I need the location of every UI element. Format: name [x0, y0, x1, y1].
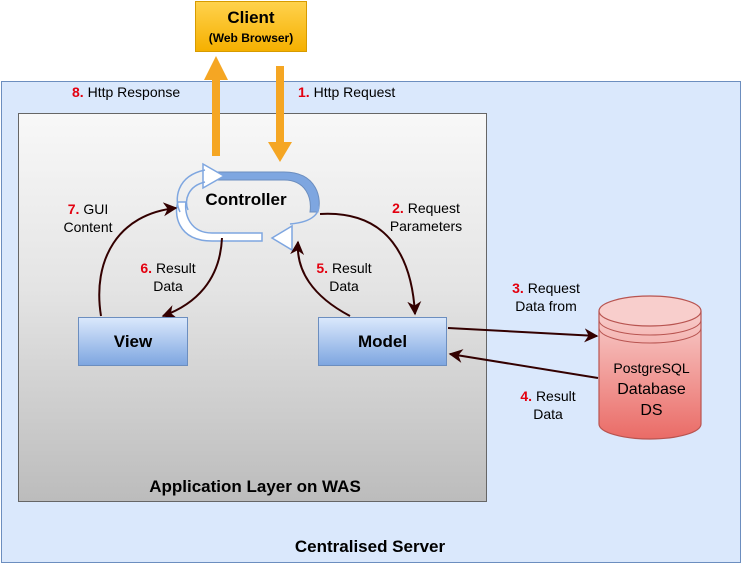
view-box: View	[78, 317, 188, 366]
step-2-label: 2. Request Parameters	[380, 199, 472, 235]
step-5-label: 5. Result Data	[302, 259, 386, 295]
step-7-number: 7.	[67, 201, 80, 217]
model-box: Model	[318, 317, 447, 366]
http-request-arrow	[268, 66, 292, 162]
centralised-server-title: Centralised Server	[294, 537, 446, 556]
step-6-text-line2: Data	[153, 278, 183, 294]
controller-label: Controller	[205, 190, 287, 209]
model-label: Model	[357, 331, 408, 351]
http-response-arrow	[204, 56, 228, 156]
step-1-text: Http Request	[313, 84, 396, 100]
step-8-text: Http Response	[87, 84, 181, 100]
client-subtitle: (Web Browser)	[208, 31, 294, 45]
step-5-text-line2: Data	[329, 278, 359, 294]
step-6-label: 6. Result Data	[126, 259, 210, 295]
step-7-text: GUI	[83, 201, 109, 217]
controller-cycle-shape	[175, 162, 320, 252]
step-4-text: Result	[535, 388, 576, 404]
request-data-arrow	[447, 327, 599, 343]
client-box: Client (Web Browser)	[195, 1, 307, 52]
database-cylinder	[598, 295, 702, 440]
step-4-number: 4.	[520, 388, 533, 404]
database-label-line3: DS	[640, 402, 663, 419]
view-label: View	[113, 331, 153, 351]
step-5-text: Result	[331, 260, 372, 276]
gui-content-arrow	[98, 202, 178, 317]
step-6-number: 6.	[140, 260, 153, 276]
step-3-text-line2: Data from	[515, 298, 577, 314]
controller-to-view-arrow	[161, 237, 223, 319]
step-2-number: 2.	[392, 200, 404, 216]
database-label-line2: Database	[617, 381, 686, 398]
step-1-label: 1. Http Request	[298, 83, 395, 101]
client-title: Client	[227, 8, 275, 27]
database-label-line1: PostgreSQL	[613, 360, 690, 376]
model-result-arrow	[290, 240, 351, 317]
request-parameters-arrow	[319, 212, 422, 316]
step-3-text: Request	[527, 280, 580, 296]
database-label: PostgreSQL Database DS	[598, 358, 705, 421]
step-7-label: 7. GUI Content	[52, 200, 124, 236]
step-6-text: Result	[155, 260, 196, 276]
step-3-label: 3. Request Data from	[500, 279, 592, 315]
step-2-text-line2: Parameters	[389, 218, 463, 234]
application-layer-title: Application Layer on WAS	[149, 477, 361, 496]
step-7-text-line2: Content	[63, 219, 113, 235]
step-8-number: 8.	[72, 84, 84, 100]
step-2-text: Request	[407, 200, 460, 216]
step-3-number: 3.	[512, 280, 524, 296]
step-5-number: 5.	[316, 260, 329, 276]
step-4-label: 4. Result Data	[508, 387, 588, 423]
step-8-label: 8. Http Response	[72, 83, 180, 101]
step-1-number: 1.	[298, 84, 310, 100]
db-result-arrow	[448, 349, 599, 379]
step-4-text-line2: Data	[533, 406, 563, 422]
